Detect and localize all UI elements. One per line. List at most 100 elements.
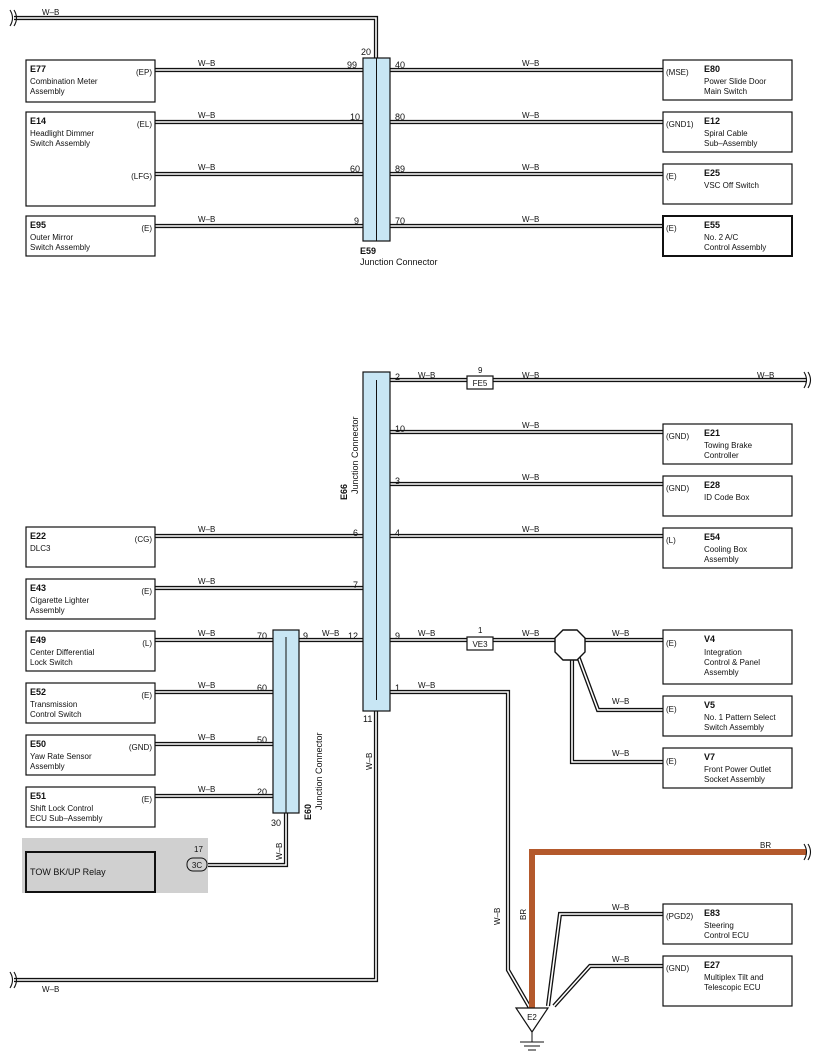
junction-e60-code: E60: [303, 804, 313, 820]
wire-color-label: W–B: [418, 681, 435, 690]
svg-text:(E): (E): [666, 172, 677, 181]
svg-text:FE5: FE5: [473, 379, 488, 388]
wire-e66-1-core: [376, 691, 531, 1009]
wire-color-label: W–B: [522, 111, 539, 120]
wire-color-label: W–B: [522, 473, 539, 482]
component-e83: (PGD2) E83 Steering Control ECU: [662, 903, 793, 945]
junction-e66-code: E66: [339, 484, 349, 500]
svg-text:Assembly: Assembly: [704, 555, 739, 564]
svg-text:W–B: W–B: [365, 753, 374, 770]
wire-color-label: W–B: [198, 733, 215, 742]
component-e14: E14 Headlight Dimmer Switch Assembly (EL…: [25, 111, 156, 207]
wire-color-label: W–B: [612, 629, 629, 638]
svg-text:70: 70: [257, 631, 267, 641]
junction-e60-name: Junction Connector: [314, 732, 324, 810]
svg-text:ECU Sub–Assembly: ECU Sub–Assembly: [30, 814, 102, 823]
wire-color-label: W–B: [757, 371, 774, 380]
junction-e66: 2 10 3 6 4 7 12 9 1 11 E66 Junction Conn…: [339, 371, 405, 724]
wire-color-label: W–B: [522, 525, 539, 534]
wire-e66-11-core: [14, 711, 377, 981]
svg-text:(E): (E): [141, 795, 152, 804]
svg-text:10: 10: [395, 424, 405, 434]
ground-e2: E2: [514, 1007, 550, 1051]
wire-color-label: W–B: [522, 629, 539, 638]
svg-text:E14: E14: [30, 116, 46, 126]
junction-e59-code: E59: [360, 246, 376, 256]
svg-text:Shift Lock Control: Shift Lock Control: [30, 804, 93, 813]
svg-text:Control Assembly: Control Assembly: [704, 243, 766, 252]
inline-connector-ve3: VE3 1: [466, 626, 494, 651]
svg-text:Combination Meter: Combination Meter: [30, 77, 98, 86]
pin: 20: [361, 47, 371, 57]
svg-text:Control Switch: Control Switch: [30, 710, 82, 719]
wire-break: [9, 971, 18, 989]
svg-text:9: 9: [478, 366, 483, 375]
wire-v5-core: [577, 655, 663, 711]
wire-e59-20: [14, 15, 379, 58]
svg-text:7: 7: [353, 580, 358, 590]
component-e25: (E) E25 VSC Off Switch: [662, 163, 793, 205]
wire-color-label: W–B: [198, 577, 215, 586]
svg-text:(MSE): (MSE): [666, 68, 689, 77]
wire-color-label: W–B: [522, 163, 539, 172]
svg-text:E54: E54: [704, 532, 720, 542]
pin: 60: [350, 164, 360, 174]
svg-text:Control ECU: Control ECU: [704, 931, 749, 940]
component-e51: E51 Shift Lock Control ECU Sub–Assembly …: [25, 786, 156, 828]
component-e54: (L) E54 Cooling Box Assembly: [662, 527, 793, 569]
svg-text:Switch Assembly: Switch Assembly: [30, 139, 90, 148]
component-e49: E49 Center Differential Lock Switch (L): [25, 630, 156, 672]
svg-text:E22: E22: [30, 531, 46, 541]
svg-text:V5: V5: [704, 700, 715, 710]
svg-text:(LFG): (LFG): [131, 172, 152, 181]
svg-text:E51: E51: [30, 791, 46, 801]
wire-color-label: W–B: [198, 111, 215, 120]
svg-text:E25: E25: [704, 168, 720, 178]
svg-text:(PGD2): (PGD2): [666, 912, 693, 921]
component-v4: (E) V4 Integration Control & Panel Assem…: [662, 629, 793, 685]
wire-color-label: W–B: [198, 525, 215, 534]
svg-text:No. 2 A/C: No. 2 A/C: [704, 233, 738, 242]
wire-v7-core: [571, 660, 663, 763]
svg-text:E77: E77: [30, 64, 46, 74]
rotated-wire-labels: W–B W–B W–B BR: [275, 753, 528, 925]
svg-text:E28: E28: [704, 480, 720, 490]
wires: [14, 15, 806, 1010]
wire-e27-core: [553, 965, 663, 1007]
junction-e60: 70 9 60 50 20 30 E60 Junction Connector: [257, 629, 324, 828]
wire-color-label: W–B: [522, 59, 539, 68]
svg-text:Assembly: Assembly: [30, 762, 65, 771]
wire-color-label: W–B: [522, 421, 539, 430]
svg-text:Socket Assembly: Socket Assembly: [704, 775, 765, 784]
svg-text:30: 30: [271, 818, 281, 828]
svg-text:3: 3: [395, 476, 400, 486]
svg-text:E80: E80: [704, 64, 720, 74]
wire-break: [9, 9, 18, 27]
splice-point: [554, 629, 586, 661]
svg-text:11: 11: [363, 714, 372, 724]
svg-text:1: 1: [395, 683, 400, 693]
svg-text:(L): (L): [666, 536, 676, 545]
pin: 40: [395, 60, 405, 70]
svg-text:6: 6: [353, 528, 358, 538]
pin: 10: [350, 112, 360, 122]
svg-text:9: 9: [395, 631, 400, 641]
svg-text:Cigarette Lighter: Cigarette Lighter: [30, 596, 89, 605]
relay-label: TOW BK/UP Relay: [30, 867, 106, 877]
svg-text:E21: E21: [704, 428, 720, 438]
svg-text:E27: E27: [704, 960, 720, 970]
svg-text:(E): (E): [666, 757, 677, 766]
svg-text:Yaw Rate Sensor: Yaw Rate Sensor: [30, 752, 92, 761]
wire-color-label: W–B: [198, 785, 215, 794]
component-e52: E52 Transmission Control Switch (E): [25, 682, 156, 724]
svg-text:E43: E43: [30, 583, 46, 593]
relay-pin: 17: [194, 845, 203, 854]
component-e95: E95 Outer Mirror Switch Assembly (E): [25, 215, 156, 257]
wire-color-label: W–B: [198, 215, 215, 224]
wire-color-label: W–B: [522, 371, 539, 380]
svg-text:Outer Mirror: Outer Mirror: [30, 233, 73, 242]
svg-text:Assembly: Assembly: [30, 87, 65, 96]
component-e22: E22 DLC3 (CG): [25, 526, 156, 568]
svg-text:1: 1: [478, 626, 483, 635]
